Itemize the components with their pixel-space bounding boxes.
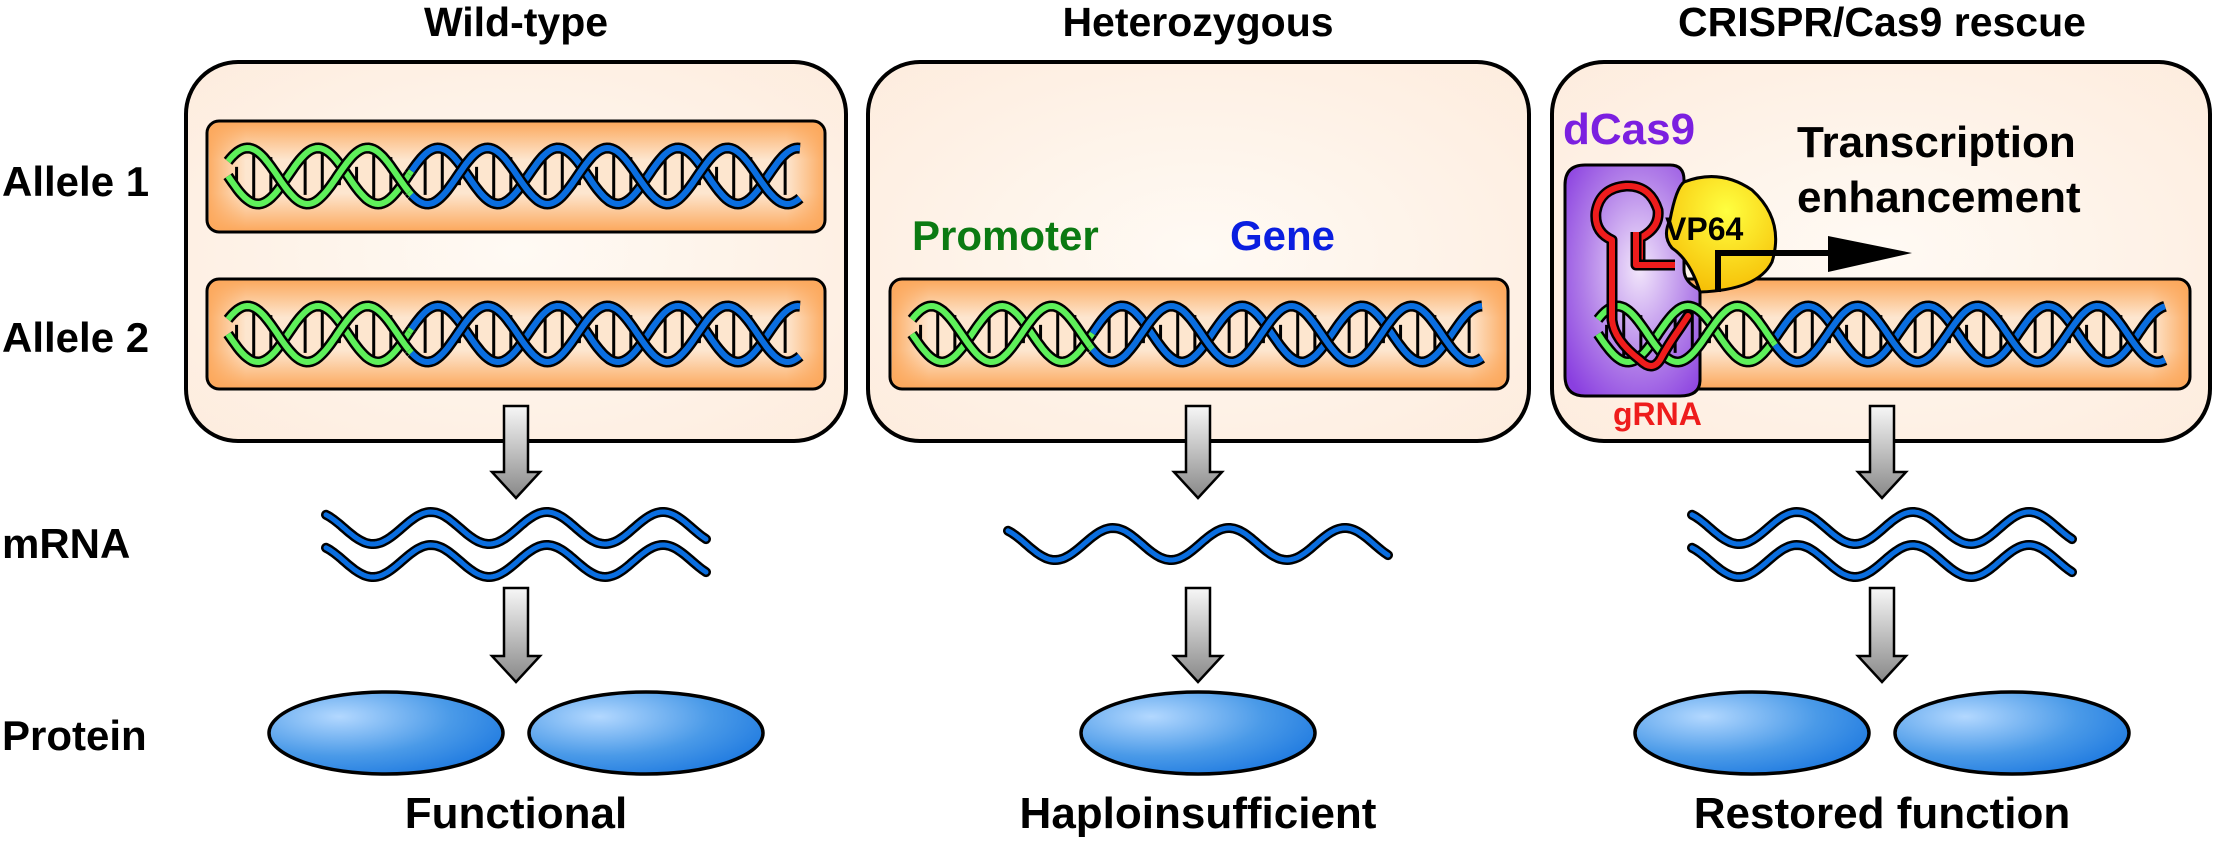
arrow-dna-to-mrna-wild-type (489, 404, 543, 500)
outcome-crispr-rescue: Restored function (1694, 789, 2070, 838)
transcription-start-arrow (1715, 236, 1912, 292)
mrna-crispr-rescue-1 (1687, 506, 2077, 550)
vp64-label: VP64 (1665, 211, 1743, 247)
row-label-protein: Protein (2, 712, 147, 759)
protein-wild-type-2 (527, 690, 765, 776)
row-label-mrna: mRNA (2, 520, 130, 567)
column-title-crispr-rescue: CRISPR/Cas9 rescue (1678, 0, 2086, 45)
protein-crispr-rescue-1 (1633, 690, 1871, 776)
arrow-dna-to-mrna-heterozygous (1171, 404, 1225, 500)
column-title-wild-type: Wild-type (424, 0, 608, 45)
promoter-label: Promoter (912, 212, 1099, 259)
dcas9-label: dCas9 (1563, 105, 1695, 154)
grna: gRNA (1590, 180, 1702, 432)
transcription-enhancement-line2: enhancement (1797, 173, 2081, 222)
arrow-mrna-to-protein-wild-type (489, 586, 543, 684)
gene-label: Gene (1230, 212, 1335, 259)
column-title-heterozygous: Heterozygous (1062, 0, 1333, 45)
row-label-allele-2: Allele 2 (2, 314, 149, 361)
protein-wild-type-1 (267, 690, 505, 776)
protein-heterozygous-1 (1079, 690, 1317, 776)
dna-helix-crispr (1593, 300, 2168, 368)
mrna-crispr-rescue-2 (1687, 539, 2077, 583)
mrna-wild-type-1 (321, 506, 711, 550)
mrna-wild-type-2 (321, 539, 711, 583)
row-label-allele-1: Allele 1 (2, 158, 149, 205)
arrow-mrna-to-protein-crispr-rescue (1855, 586, 1909, 684)
dna-helix-wild-type-allele-2 (223, 300, 804, 368)
mrna-heterozygous-1 (1003, 522, 1393, 566)
outcome-wild-type: Functional (405, 789, 627, 838)
dna-helix-wild-type-allele-1 (223, 142, 804, 210)
outcome-heterozygous: Haploinsufficient (1020, 789, 1377, 838)
arrow-mrna-to-protein-heterozygous (1171, 586, 1225, 684)
grna-label: gRNA (1613, 396, 1702, 432)
dna-helix-heterozygous (907, 300, 1486, 368)
protein-crispr-rescue-2 (1893, 690, 2131, 776)
arrow-dna-to-mrna-crispr-rescue (1855, 404, 1909, 500)
transcription-enhancement-line1: Transcription (1797, 118, 2076, 167)
